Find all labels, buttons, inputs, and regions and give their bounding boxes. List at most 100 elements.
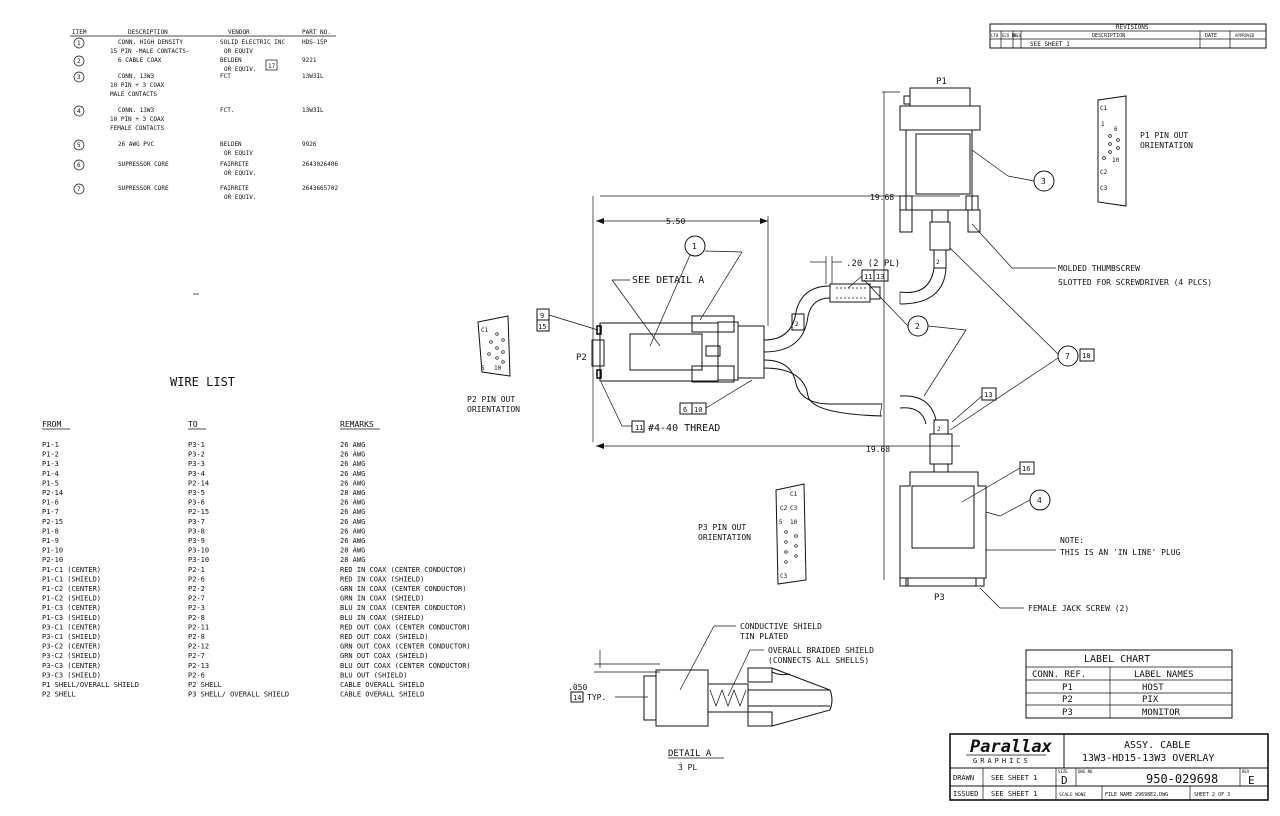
p1-pin-6: 6 [1114, 126, 1118, 133]
revisions-block: REVISIONS LTR ECO NO. REV DESCRIPTION DA… [989, 23, 1267, 49]
wire-from: P1-1 [42, 441, 59, 449]
typ-label: TYP. [587, 693, 606, 702]
item-part-no: 2643665702 [302, 185, 339, 192]
callout-box-9: 9 [540, 312, 544, 320]
vendor-tag: 17 [268, 63, 276, 70]
parts-header-vendor: VENDOR [228, 29, 250, 36]
item-number: 7 [77, 186, 81, 193]
size-label: SIZE [1058, 769, 1068, 774]
wire-to: P2-8 [188, 614, 205, 622]
wire-header-to: TO [188, 420, 198, 429]
wire-remarks: BLU IN COAX (CENTER CONDUCTOR) [340, 604, 466, 612]
callout-1-text: 1 [692, 242, 697, 251]
parts-header-item: ITEM [72, 29, 87, 36]
wire-from: P2-14 [42, 489, 63, 497]
item-vendor: OR EQUIV [224, 48, 253, 55]
drawn-label: DRAWN [953, 774, 974, 782]
wire-remarks: 26 AWG [340, 451, 365, 459]
item-description: CONN. 13W3 [118, 107, 155, 114]
wire-to: P3-8 [188, 527, 205, 535]
wire-to: P2-12 [188, 643, 209, 651]
item-description: 10 PIN + 3 COAX [110, 116, 165, 123]
tag-2-p2: 2 [795, 321, 799, 328]
item-number-circle [73, 159, 85, 171]
item-description: SUPRESSOR CORE [118, 161, 169, 168]
callout-7-text: 7 [1065, 352, 1070, 361]
wire-to: P2-6 [188, 671, 205, 679]
wire-from: P3-C1 (SHIELD) [42, 633, 101, 641]
wire-remarks: 26 AWG [340, 460, 365, 468]
p1-pin-10: 10 [1112, 157, 1120, 164]
wire-remarks: GRN IN COAX (SHIELD) [340, 595, 424, 603]
dwg-no-value: 950-029698 [1146, 772, 1218, 786]
item-description: FEMALE CONTACTS [110, 125, 165, 132]
p2-pin-5: 5 [481, 365, 485, 372]
wire-from: P3-C3 (CENTER) [42, 662, 101, 670]
wire-remarks: CABLE OVERALL SHIELD [340, 691, 424, 699]
item-part-no: HDS-15P [302, 39, 328, 46]
wire-to: P2-6 [188, 575, 205, 583]
item-number-circle [73, 183, 85, 195]
item-vendor: BELDEN [220, 57, 242, 64]
p3-pin-c3-alt: C3 [790, 505, 798, 512]
callout-box-16: 16 [1022, 465, 1030, 473]
wire-from: P3-C2 (CENTER) [42, 643, 101, 651]
wire-from: P1-C3 (SHIELD) [42, 614, 101, 622]
label-name: HOST [1142, 683, 1164, 693]
wire-to: P3-4 [188, 470, 205, 478]
wire-to: P2-15 [188, 508, 209, 516]
wire-header-from: FROM [42, 420, 61, 429]
note-text: THIS IS AN 'IN LINE' PLUG [1060, 548, 1181, 557]
drawing-title-line2: 13W3-HD15-13W3 OVERLAY [1082, 753, 1214, 764]
p2-pin-c1: C1 [481, 327, 489, 334]
p2-connector: 5.50 2 P2 [576, 196, 883, 442]
wire-to: P2-7 [188, 595, 205, 603]
drawing-title-line1: ASSY. CABLE [1124, 740, 1190, 751]
label-name: PIX [1142, 695, 1159, 705]
conn-ref: P2 [1062, 695, 1073, 705]
item-description: 15 PIN -MALE CONTACTS- [110, 48, 189, 55]
item-vendor: SOLID ELECTRIC INC [220, 39, 285, 46]
file-name: FILE NAME 29698E2.DWG [1105, 792, 1168, 798]
wire-remarks: 26 AWG [340, 470, 365, 478]
item-description: 10 PIN + 3 COAX [110, 82, 165, 89]
company-logo-text: Parallax [970, 737, 1053, 757]
thread-note: #4-40 THREAD [648, 423, 720, 434]
dim-050: .050 [568, 683, 587, 692]
dim-19-68-top: 19.68 [870, 193, 894, 202]
thumbscrew-line2: SLOTTED FOR SCREWDRIVER (4 PLCS) [1058, 278, 1212, 287]
p1-pinout: C1 1 6 10 C2 C3 P1 PIN OUT ORIENTATION [1097, 95, 1193, 207]
p2-orient-line1: P2 PIN OUT [467, 395, 515, 404]
wire-remarks: 28 AWG [340, 556, 365, 564]
dimension-19-68-top: 19.68 [600, 91, 960, 580]
vendor-tag-box [265, 59, 278, 71]
wire-list-title: WIRE LIST [170, 375, 235, 389]
wire-remarks: CABLE OVERALL SHIELD [340, 681, 424, 689]
item-vendor: FCT. [220, 107, 234, 114]
wire-to: P2-11 [188, 623, 209, 631]
callout-box-11: 11 [864, 273, 872, 281]
item-number-circle [73, 55, 85, 67]
callout-box-14: 14 [573, 694, 581, 702]
note-title: NOTE: [1060, 536, 1084, 545]
p1-pin-c1: C1 [1100, 105, 1108, 112]
item-description: 26 AWG PVC [118, 141, 155, 148]
wire-to: P3-10 [188, 547, 209, 555]
p3-orient-line1: P3 PIN OUT [698, 523, 746, 532]
